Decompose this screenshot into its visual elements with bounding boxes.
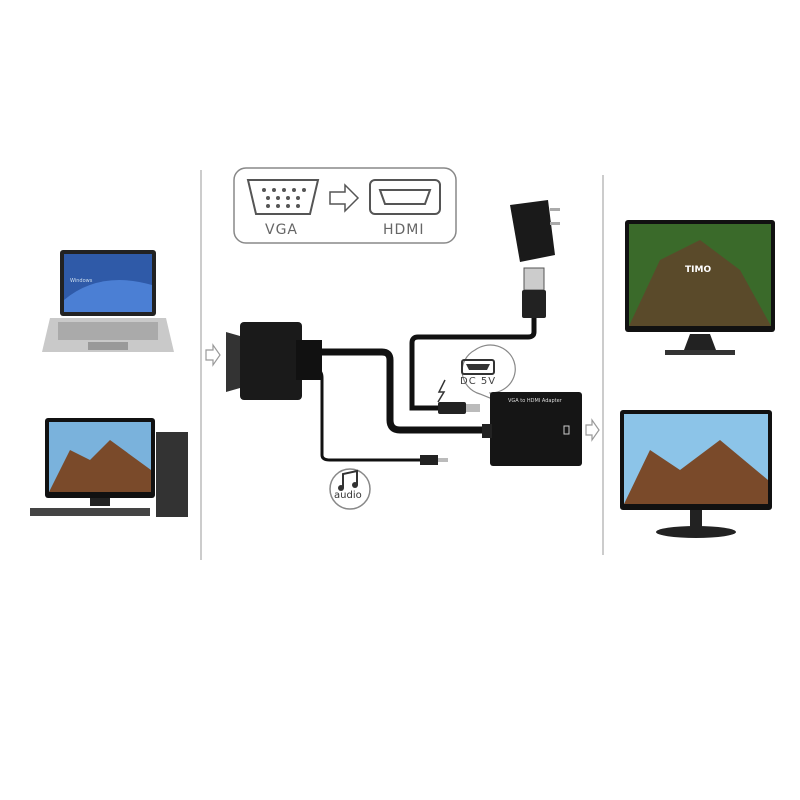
laptop-screen-text: Windows	[70, 278, 93, 284]
arrow-right-icon	[329, 183, 360, 213]
dc-5v-label: DC 5V	[460, 376, 497, 387]
hdmi-port-icon	[369, 179, 441, 215]
desktop-pc-image	[30, 418, 188, 517]
adapter-label: VGA to HDMI Adapter	[508, 398, 562, 404]
lightning-icon	[437, 379, 446, 403]
vga-port-icon	[246, 179, 320, 215]
vga-hdmi-adapter-image	[482, 392, 582, 466]
power-adapter-image	[510, 200, 560, 318]
laptop-image	[42, 250, 174, 352]
vga-label: VGA	[265, 222, 299, 238]
audio-label: audio	[334, 490, 362, 501]
dc-5v-callout	[461, 344, 516, 402]
audio-icon	[329, 468, 371, 510]
audio-plug	[420, 455, 438, 465]
monitor-game-image	[625, 220, 775, 355]
dc-plug-tip	[466, 404, 480, 412]
arrow-right-icon	[205, 343, 221, 367]
audio-plug-tip	[438, 458, 448, 462]
arrow-right-icon	[585, 418, 600, 442]
hdmi-label: HDMI	[383, 222, 425, 238]
monitor-movie-image	[620, 410, 772, 538]
vga-connector-image	[226, 322, 322, 400]
dc-plug	[438, 402, 466, 414]
monitor-screen-text: TIMO	[685, 265, 712, 275]
